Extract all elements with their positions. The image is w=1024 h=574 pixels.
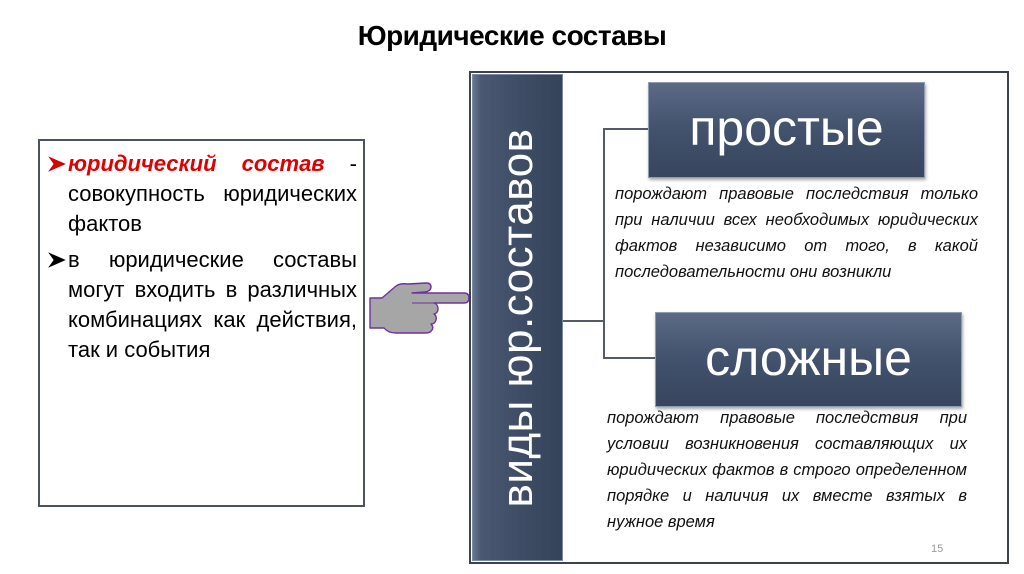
types-header-label: виды юр.составов xyxy=(492,128,542,507)
definitions-panel: юридический состав - совокупность юридич… xyxy=(38,139,365,507)
bullet-text: в юридические составы могут входить в ра… xyxy=(68,247,357,362)
page-number: 15 xyxy=(931,543,944,555)
connector-line xyxy=(603,128,605,358)
bullet-text: юридический состав - совокупность юридич… xyxy=(68,149,357,239)
pointing-hand-icon xyxy=(368,282,472,342)
term-highlight: юридический состав xyxy=(68,151,325,176)
types-header-bar: виды юр.составов xyxy=(472,74,563,561)
slide-title: Юридические составы xyxy=(357,20,667,51)
type-description-simple: порождают правовые последствия только пр… xyxy=(615,185,978,281)
type-box-complex: сложные xyxy=(655,312,962,407)
connector-line xyxy=(603,128,649,130)
definition-text: - совокупность юридических фактов xyxy=(68,151,357,236)
bullet-item-definition: юридический состав - совокупность юридич… xyxy=(48,149,357,239)
type-box-simple: простые xyxy=(648,82,925,178)
arrow-bullet-icon xyxy=(48,149,68,179)
type-label: сложные xyxy=(705,330,912,386)
arrow-bullet-icon xyxy=(48,245,68,275)
type-label: простые xyxy=(689,100,884,156)
connector-line xyxy=(603,357,656,359)
bullet-item-composition: в юридические составы могут входить в ра… xyxy=(48,245,357,365)
connector-line xyxy=(563,320,604,322)
type-description-complex: порождают правовые последствия при услов… xyxy=(607,409,967,531)
